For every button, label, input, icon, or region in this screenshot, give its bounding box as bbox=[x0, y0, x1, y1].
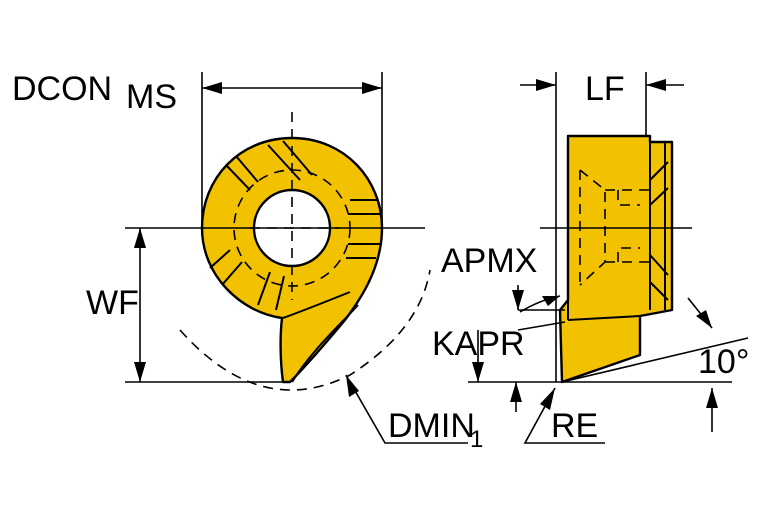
dmin-dashed-arc bbox=[179, 269, 431, 391]
apmx-label: APMX bbox=[441, 242, 537, 280]
dcon-subscript: MS bbox=[126, 78, 177, 116]
angle-line bbox=[561, 337, 749, 383]
dmin-leader bbox=[345, 374, 468, 444]
front-view bbox=[125, 72, 468, 444]
re-label: RE bbox=[551, 407, 598, 445]
dcon-label: DCON bbox=[12, 70, 112, 108]
side-view bbox=[468, 72, 749, 444]
lf-label: LF bbox=[585, 70, 625, 108]
dmin-subscript: 1 bbox=[470, 426, 483, 453]
insert-tail-edge bbox=[282, 291, 351, 319]
angle-label: 10° bbox=[698, 343, 749, 381]
chip-grooves bbox=[209, 140, 380, 311]
insert-side-body bbox=[558, 134, 674, 384]
dmin-label: DMIN bbox=[388, 407, 475, 445]
kapr-label: KAPR bbox=[432, 325, 525, 363]
insert-tail-edge-2 bbox=[291, 304, 359, 383]
labels: DCON MS WF DMIN 1 LF APMX KAPR RE 10° bbox=[12, 70, 749, 453]
wf-label: WF bbox=[86, 284, 139, 322]
